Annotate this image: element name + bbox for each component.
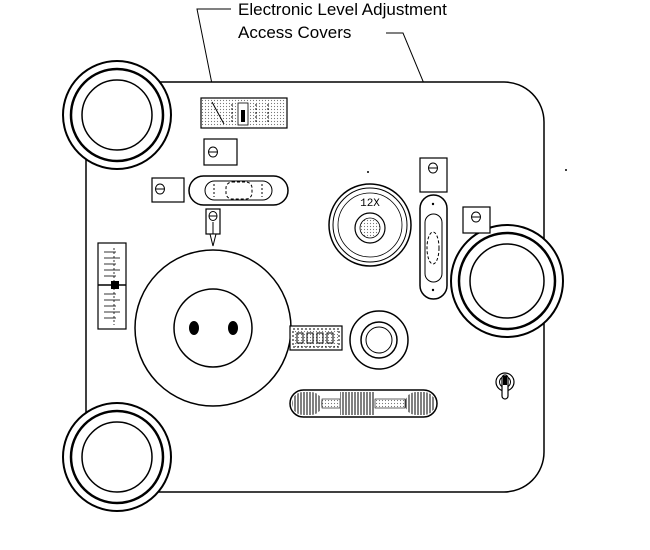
tangent-screw-knob[interactable] (289, 389, 438, 418)
horizontal-circle-housing (134, 249, 292, 407)
magnification-label: 12X (360, 198, 380, 210)
callout-label-line2: Access Covers (238, 23, 351, 42)
eyepiece-knob[interactable]: 12X (328, 183, 412, 267)
toggle-switch[interactable] (495, 372, 515, 400)
leveling-foot-bottom-left (62, 402, 172, 512)
horizontal-circular-vial (188, 175, 289, 206)
clamp-lever[interactable] (205, 208, 221, 247)
leveling-foot-right (450, 224, 564, 338)
upper-right-access-cover[interactable] (419, 157, 448, 193)
display-panel (289, 325, 343, 351)
level-adjustment-access-cover-right[interactable] (462, 206, 491, 234)
vertical-scale (97, 242, 127, 330)
mounting-screw-left (189, 321, 199, 335)
mounting-screw-right (228, 321, 238, 335)
focus-ring[interactable] (349, 310, 409, 370)
small-access-cover[interactable] (151, 177, 185, 203)
callout-label-line1: Electronic Level Adjustment (238, 0, 447, 19)
level-adjustment-access-cover-left[interactable] (203, 138, 238, 166)
vertical-circular-vial (419, 194, 448, 300)
leveling-foot-top-left (62, 60, 172, 170)
reference-mark (565, 169, 567, 171)
top-level-vial (200, 97, 288, 129)
reference-mark (367, 171, 369, 173)
